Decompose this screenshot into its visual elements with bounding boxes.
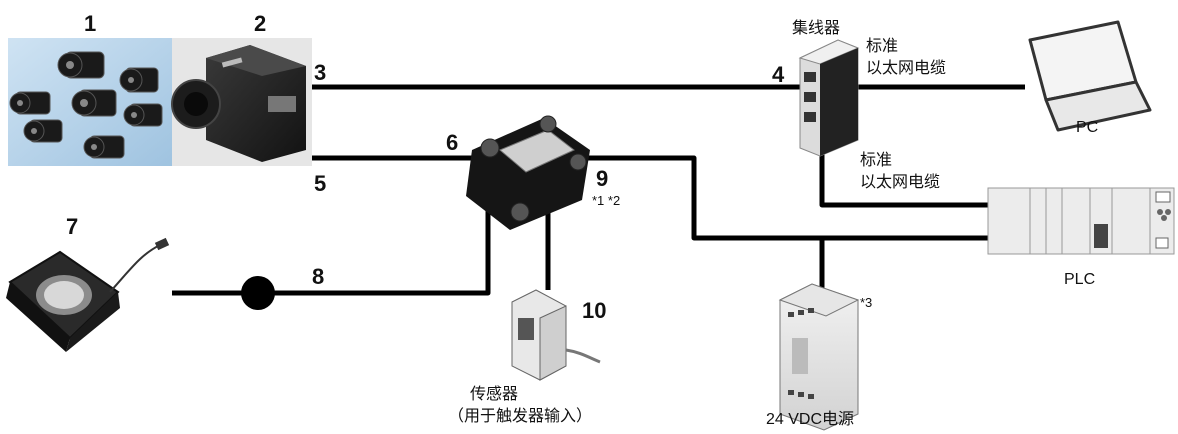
sensor-label-line2: （用于触发器输入） [448, 406, 593, 425]
lens-set-image [8, 38, 172, 166]
power-supply-image [778, 283, 860, 431]
power-supply-note: *3 [860, 295, 873, 310]
callout-9-io-cable: 9 [596, 166, 609, 191]
camera-image [171, 38, 312, 166]
pc-label: PC [1076, 119, 1099, 136]
callout-6-junction-box: 6 [446, 130, 459, 155]
callout-8-light-cable: 8 [312, 264, 325, 289]
callout-5-io-cable: 5 [314, 171, 327, 196]
sensor-image [511, 289, 601, 381]
cable-junction-to-plc [580, 155, 988, 241]
plc-image [987, 187, 1175, 255]
cable-lines [172, 84, 1025, 296]
callout-7-ring-light: 7 [66, 214, 79, 239]
hub-label: 集线器 [792, 18, 841, 37]
junction-box-image [466, 115, 590, 230]
io-cable-note: *1 *2 [592, 193, 621, 208]
callout-3-camera-cable: 3 [314, 60, 327, 85]
callout-4-hub: 4 [772, 62, 785, 87]
cable-junction-dot [241, 276, 275, 310]
ring-light-image [6, 237, 170, 352]
ethernet-cable-label-top-line1: 标准 [866, 36, 899, 55]
callout-1-lens: 1 [84, 11, 97, 36]
ethernet-cable-label-mid-line1: 标准 [860, 150, 893, 169]
ethernet-cable-label-top-line2: 以太网电缆 [866, 58, 947, 77]
power-supply-label: 24 VDC电源 [766, 411, 855, 428]
plc-label: PLC [1064, 271, 1096, 288]
ethernet-cable-label-mid-line2: 以太网电缆 [860, 172, 941, 191]
callout-2-camera: 2 [254, 11, 267, 36]
sensor-label-line1: 传感器 [470, 384, 519, 403]
callout-10-sensor: 10 [582, 298, 607, 323]
pc-laptop-image [1028, 20, 1152, 132]
cable-light-to-junction [172, 208, 491, 296]
cable-hub-to-plc [819, 150, 988, 208]
ethernet-hub-image [798, 39, 860, 157]
